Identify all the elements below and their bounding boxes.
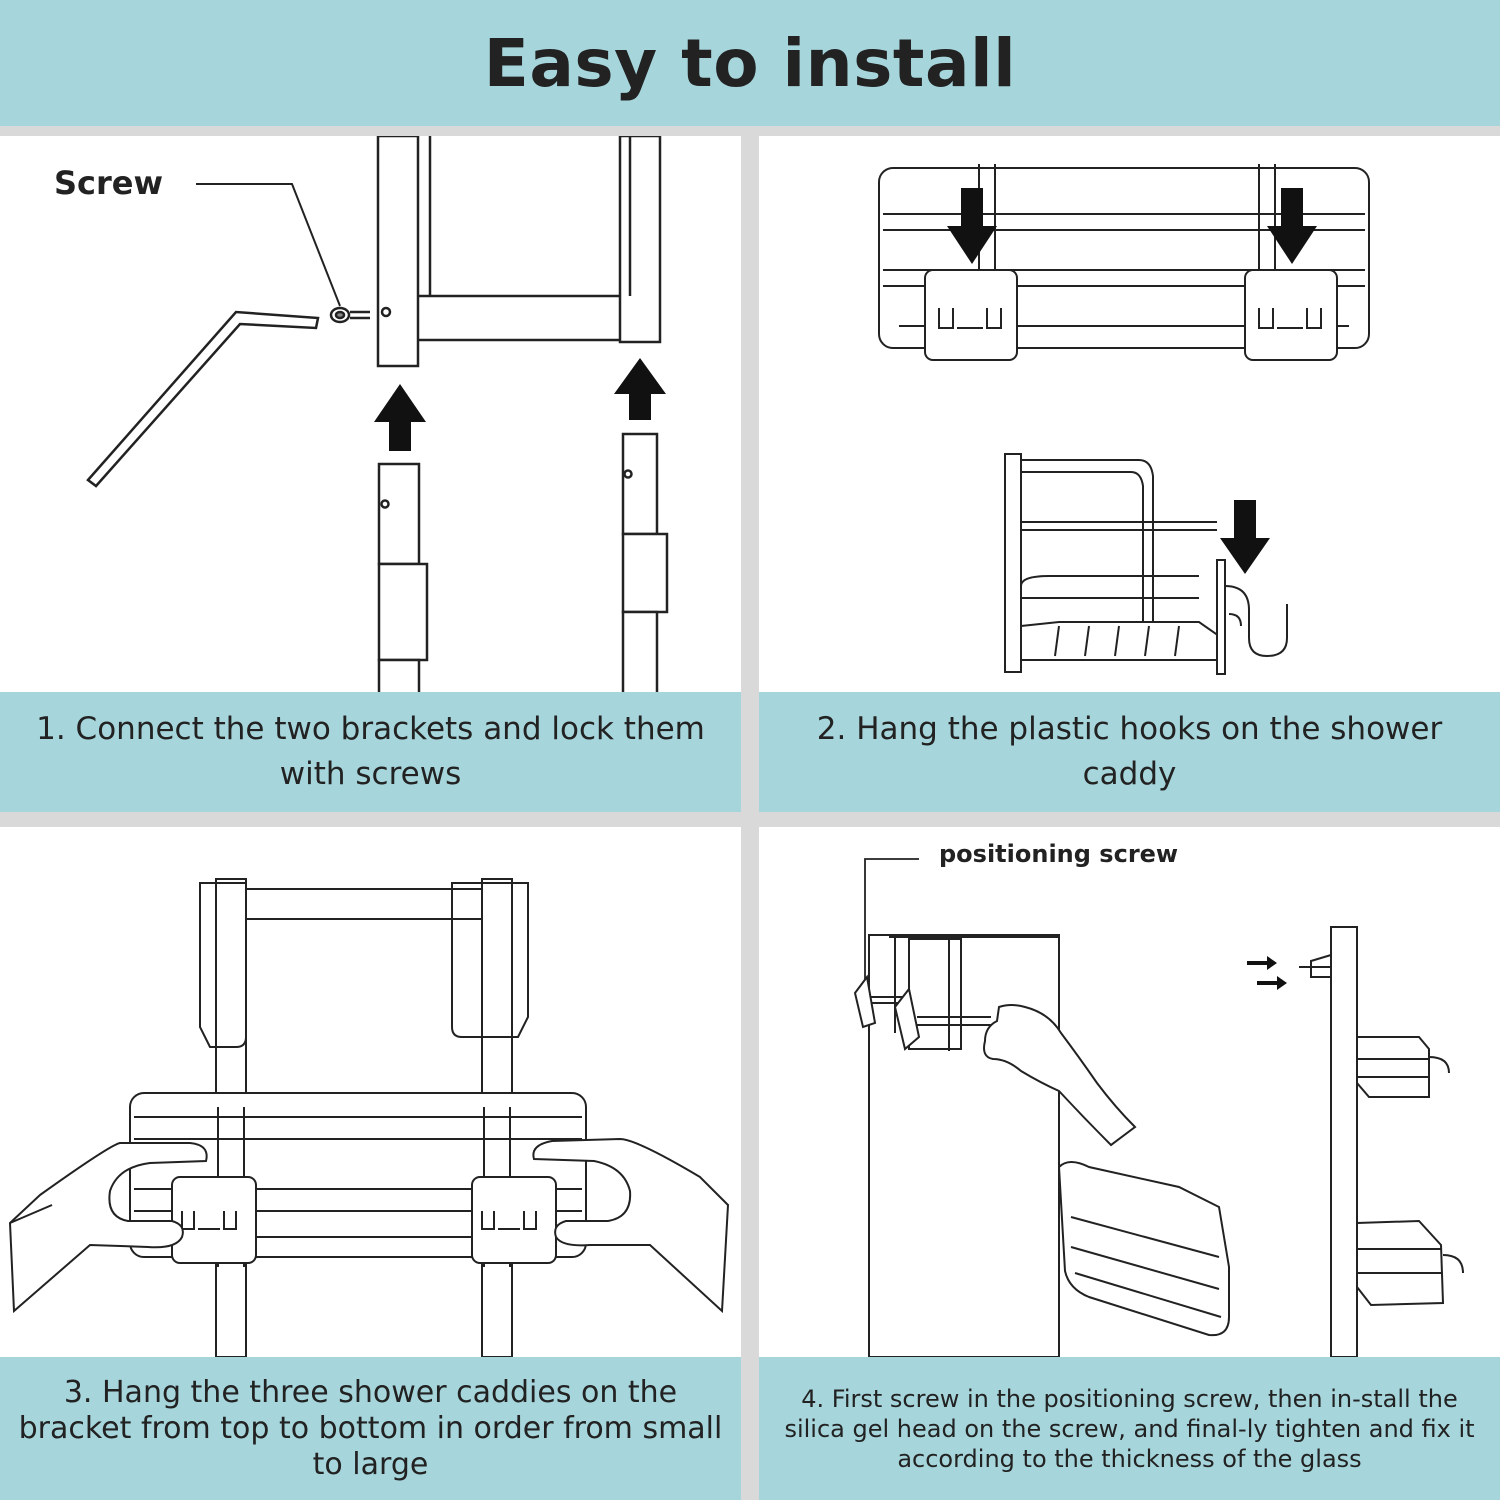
- step-2-panel: 2. Hang the plastic hooks on the shower …: [759, 136, 1500, 812]
- step-1-caption: 1. Connect the two brackets and lock the…: [0, 692, 741, 812]
- down-arrow-icon-3: [1220, 500, 1270, 574]
- up-arrow-icon-left: [374, 384, 426, 451]
- hang-caddies-illustration: [8, 878, 730, 1357]
- bracket-connection-illustration: [86, 136, 669, 692]
- up-arrow-icon-right: [614, 358, 666, 420]
- step-1-panel: Screw 1. Connect the two brackets and lo…: [0, 136, 741, 812]
- small-arrow-icon-1: [1247, 956, 1277, 970]
- down-arrow-icon-2: [1267, 188, 1317, 264]
- allen-key-icon: [86, 310, 320, 488]
- step-2-caption: 2. Hang the plastic hooks on the shower …: [759, 692, 1500, 812]
- positioning-screw-illustration: [853, 858, 1464, 1357]
- positioning-screw-icon: [853, 974, 991, 1051]
- hand-icon: [983, 1004, 1137, 1147]
- step-3-caption: 3. Hang the three shower caddies on the …: [0, 1357, 741, 1500]
- screw-icon: [329, 306, 370, 324]
- down-arrow-icon-1: [947, 188, 997, 264]
- step-4-panel: positioning screw 4. First screw in the …: [759, 827, 1500, 1500]
- header-banner: Easy to install: [0, 0, 1500, 126]
- right-hand-icon: [532, 1137, 730, 1314]
- positioning-screw-label: positioning screw: [939, 840, 1179, 868]
- step-3-panel: 3. Hang the three shower caddies on the …: [0, 827, 741, 1500]
- caddy-hooks-illustration: [878, 164, 1370, 675]
- left-hand-icon: [8, 1142, 208, 1314]
- screw-label: Screw: [54, 164, 164, 202]
- small-arrow-icon-2: [1257, 976, 1287, 990]
- page-title: Easy to install: [483, 24, 1017, 102]
- step-4-caption: 4. First screw in the positioning screw,…: [759, 1357, 1500, 1500]
